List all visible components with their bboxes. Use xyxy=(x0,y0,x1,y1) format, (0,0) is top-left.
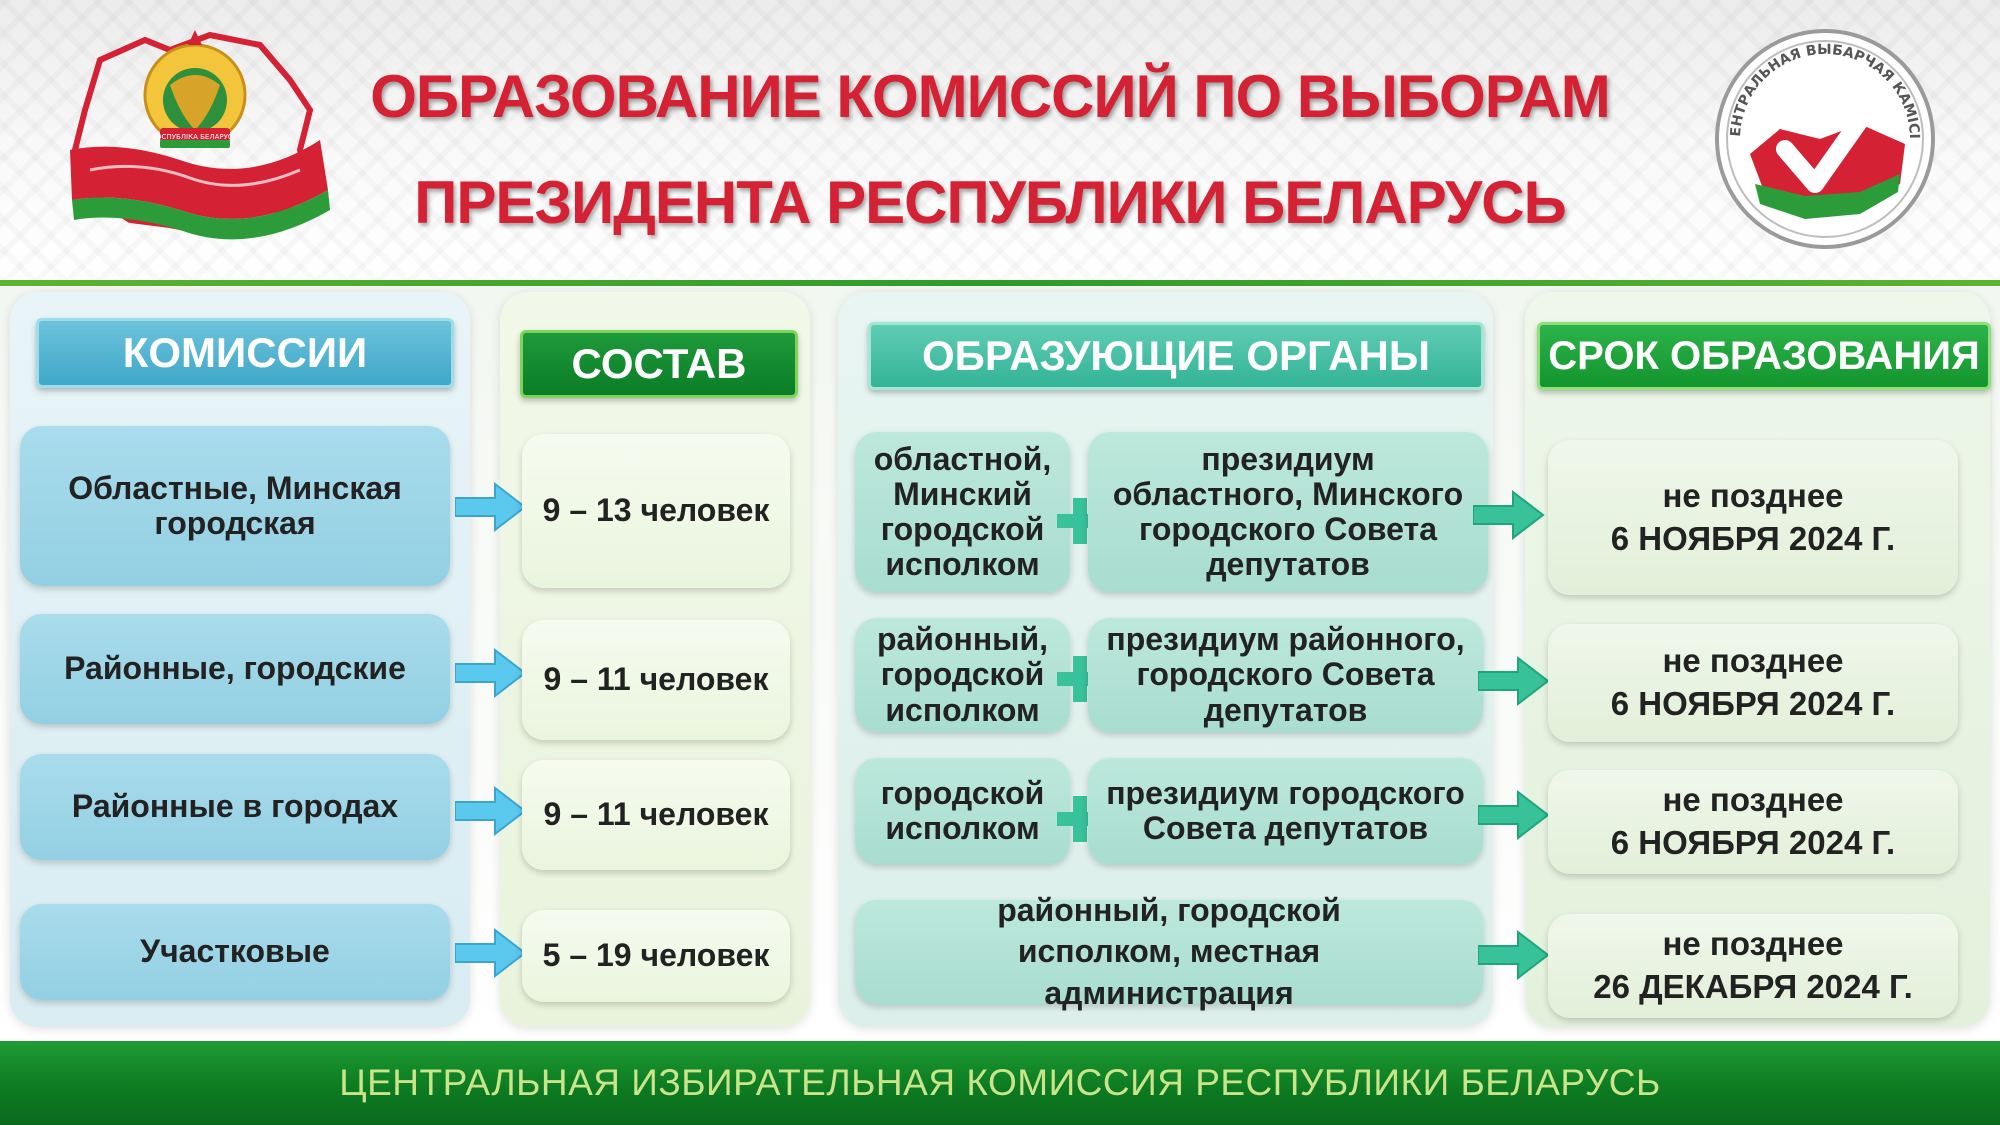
arrow-right-icon xyxy=(1478,656,1550,706)
svg-text:РЭСПУБЛІКА БЕЛАРУСЬ: РЭСПУБЛІКА БЕЛАРУСЬ xyxy=(152,133,237,141)
srok-label: не позднее xyxy=(1662,781,1844,819)
srok-date: 6 НОЯБРЯ 2024 Г. xyxy=(1610,824,1896,861)
plus-icon xyxy=(1057,796,1103,842)
ispolkom-cell: городской исполком xyxy=(855,758,1070,864)
plus-icon xyxy=(1057,656,1103,702)
ispolkom-cell: областной, Минский городской исполком xyxy=(855,432,1070,592)
header xyxy=(0,0,2000,282)
column-header-komissii: КОМИССИИ xyxy=(36,318,454,388)
arrow-right-icon xyxy=(455,482,527,532)
srok-cell: не позднее 6 НОЯБРЯ 2024 Г. xyxy=(1548,770,1958,874)
header-divider xyxy=(0,280,2000,286)
arrow-right-icon xyxy=(1478,790,1550,840)
page-title-line-1: ОБРАЗОВАНИЕ КОМИССИЙ ПО ВЫБОРАМ xyxy=(370,63,1611,130)
srok-cell: не позднее 26 ДЕКАБРЯ 2024 Г. xyxy=(1548,914,1958,1018)
arrow-right-icon xyxy=(455,786,527,836)
sostav-cell: 9 – 11 человек xyxy=(522,760,790,870)
sovet-cell: президиум областного, Минского городског… xyxy=(1088,432,1488,592)
central-election-commission-logo-icon: ЦЕНТРАЛЬНАЯ ВЫБАРЧАЯ КАМІСІЯ xyxy=(1710,24,1935,249)
arrow-right-icon xyxy=(455,928,527,978)
srok-date: 26 ДЕКАБРЯ 2024 Г. xyxy=(1593,968,1913,1005)
srok-date: 6 НОЯБРЯ 2024 Г. xyxy=(1610,519,1896,557)
page-title-line-2: ПРЕЗИДЕНТА РЕСПУБЛИКИ БЕЛАРУСЬ xyxy=(414,169,1567,236)
footer-text: ЦЕНТРАЛЬНАЯ ИЗБИРАТЕЛЬНАЯ КОМИССИЯ РЕСПУ… xyxy=(339,1062,1661,1103)
srok-label: не позднее xyxy=(1662,925,1844,963)
column-header-srok: СРОК ОБРАЗОВАНИЯ xyxy=(1537,322,1991,390)
srok-label: не позднее xyxy=(1662,476,1844,514)
komissiya-cell: Областные, Минская городская xyxy=(20,426,450,586)
column-header-organy: ОБРАЗУЮЩИЕ ОРГАНЫ xyxy=(868,322,1484,390)
footer: ЦЕНТРАЛЬНАЯ ИЗБИРАТЕЛЬНАЯ КОМИССИЯ РЕСПУ… xyxy=(0,1041,2000,1125)
komissiya-cell: Районные, городские xyxy=(20,614,450,724)
sovet-cell: президиум городского Совета депутатов xyxy=(1088,758,1483,864)
ispolkom-cell: районный, городской исполком xyxy=(855,618,1070,732)
srok-label: не позднее xyxy=(1662,642,1844,680)
organ-cell: районный, городской исполком, местная ад… xyxy=(855,892,1483,1011)
srok-cell: не позднее 6 НОЯБРЯ 2024 Г. xyxy=(1548,440,1958,595)
sostav-cell: 9 – 13 человек xyxy=(522,434,790,588)
arrow-right-icon xyxy=(455,648,527,698)
arrow-right-icon xyxy=(1478,930,1550,980)
plus-icon xyxy=(1057,498,1103,544)
srok-cell: не позднее 6 НОЯБРЯ 2024 Г. xyxy=(1548,624,1958,742)
komissiya-cell: Районные в городах xyxy=(20,754,450,860)
sostav-cell: 9 – 11 человек xyxy=(522,620,790,740)
column-header-sostav: СОСТАВ xyxy=(520,330,798,398)
srok-date: 6 НОЯБРЯ 2024 Г. xyxy=(1610,685,1896,722)
sostav-cell: 5 – 19 человек xyxy=(522,910,790,1002)
sovet-cell: президиум районного, городского Совета д… xyxy=(1088,618,1483,732)
arrow-right-icon xyxy=(1473,490,1545,540)
komissiya-cell: Участковые xyxy=(20,904,450,1000)
state-emblem-belarus-icon: РЭСПУБЛІКА БЕЛАРУСЬ xyxy=(70,30,330,240)
